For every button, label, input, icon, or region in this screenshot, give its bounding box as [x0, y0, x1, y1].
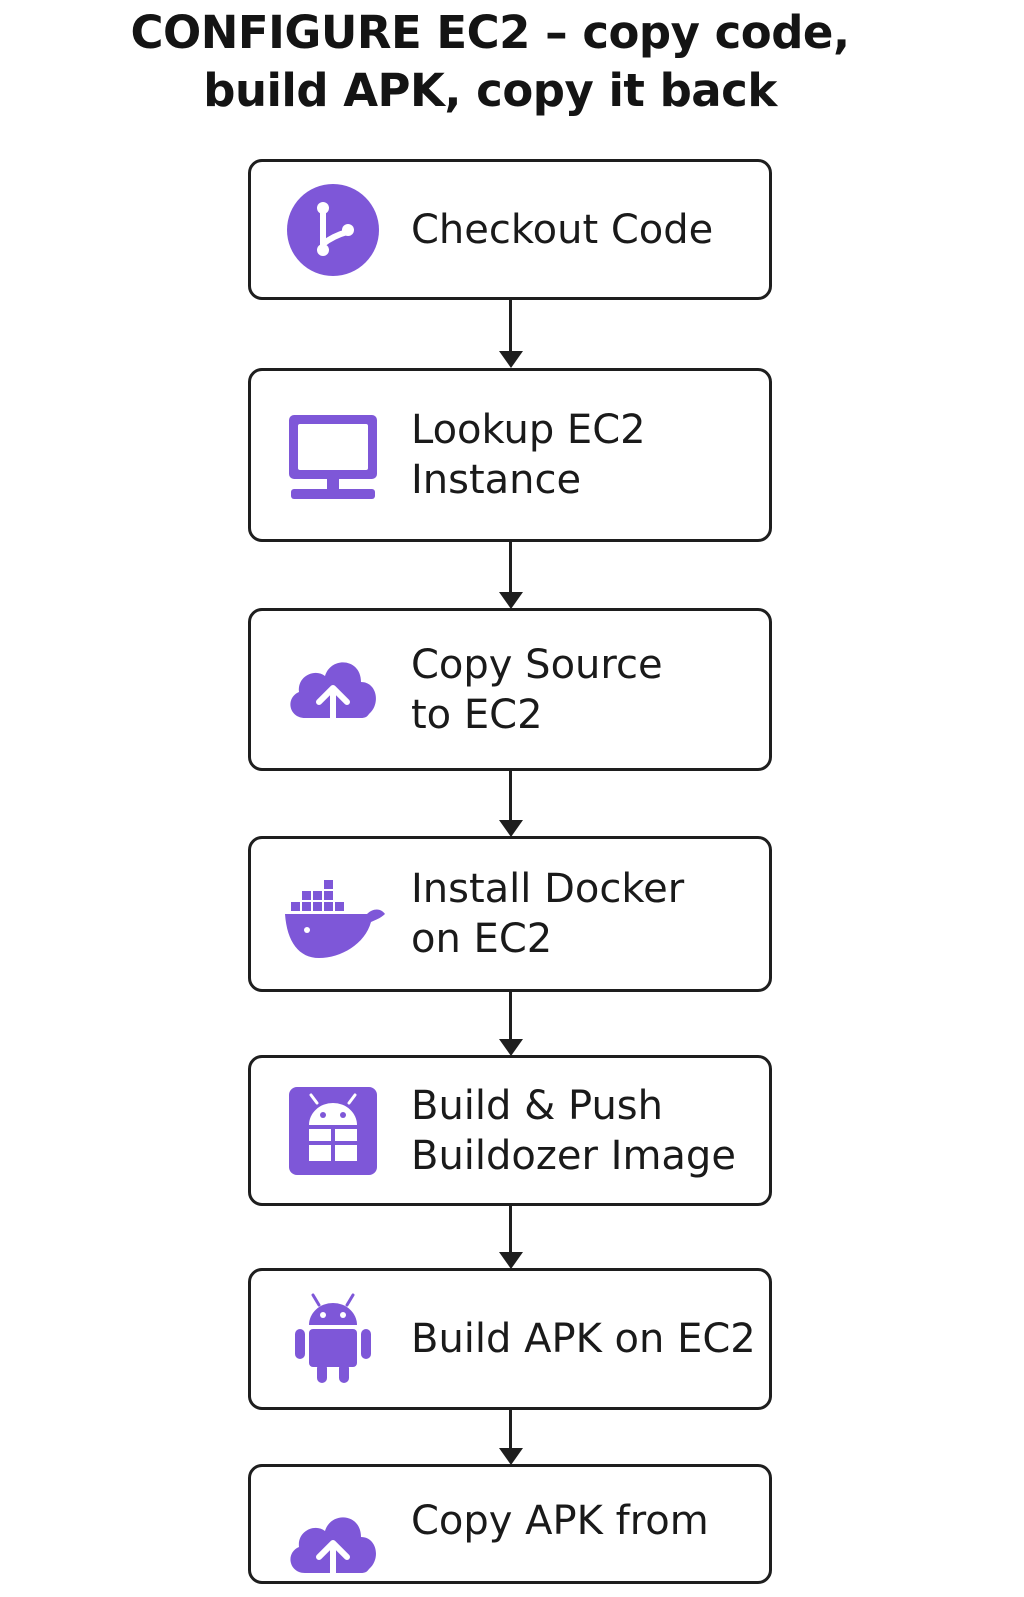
- arrow-down-icon: [499, 1448, 523, 1465]
- step-copy-source-to-ec2: Copy Source to EC2: [248, 608, 772, 771]
- cloud-upload-icon: [281, 638, 385, 742]
- step-copy-apk-from: Copy APK from: [248, 1464, 772, 1584]
- arrow-down-icon: [499, 1252, 523, 1269]
- connector-line: [509, 1206, 512, 1254]
- cloud-download-icon: [281, 1493, 385, 1597]
- docker-whale-icon: [281, 862, 385, 966]
- title-line-1: CONFIGURE EC2 – copy code,: [130, 6, 850, 59]
- step-build-push-buildozer-image: Build & Push Buildozer Image: [248, 1055, 772, 1206]
- step-label: Copy APK from: [411, 1498, 709, 1544]
- connector-line: [509, 300, 512, 353]
- step-build-apk-on-ec2: Build APK on EC2: [248, 1268, 772, 1410]
- git-branch-icon: [281, 178, 385, 282]
- android-robot-icon: [281, 1287, 385, 1391]
- android-image-icon: [281, 1079, 385, 1183]
- connector-line: [509, 1410, 512, 1450]
- monitor-icon: [281, 403, 385, 507]
- title-line-2: build APK, copy it back: [203, 64, 777, 117]
- step-label: Checkout Code: [411, 206, 714, 253]
- arrow-down-icon: [499, 820, 523, 837]
- step-lookup-ec2-instance: Lookup EC2 Instance: [248, 368, 772, 542]
- step-label: Lookup EC2 Instance: [411, 407, 646, 503]
- arrow-down-icon: [499, 592, 523, 609]
- connector-line: [509, 542, 512, 594]
- step-label: Build & Push Buildozer Image: [411, 1082, 736, 1179]
- step-install-docker-on-ec2: Install Docker on EC2: [248, 836, 772, 992]
- arrow-down-icon: [499, 1039, 523, 1056]
- step-label: Install Docker on EC2: [411, 866, 685, 962]
- step-label: Build APK on EC2: [411, 1316, 756, 1362]
- connector-line: [509, 771, 512, 822]
- connector-line: [509, 992, 512, 1041]
- diagram-title: CONFIGURE EC2 – copy code, build APK, co…: [0, 4, 980, 120]
- step-checkout-code: Checkout Code: [248, 159, 772, 300]
- step-label: Copy Source to EC2: [411, 641, 663, 738]
- arrow-down-icon: [499, 351, 523, 368]
